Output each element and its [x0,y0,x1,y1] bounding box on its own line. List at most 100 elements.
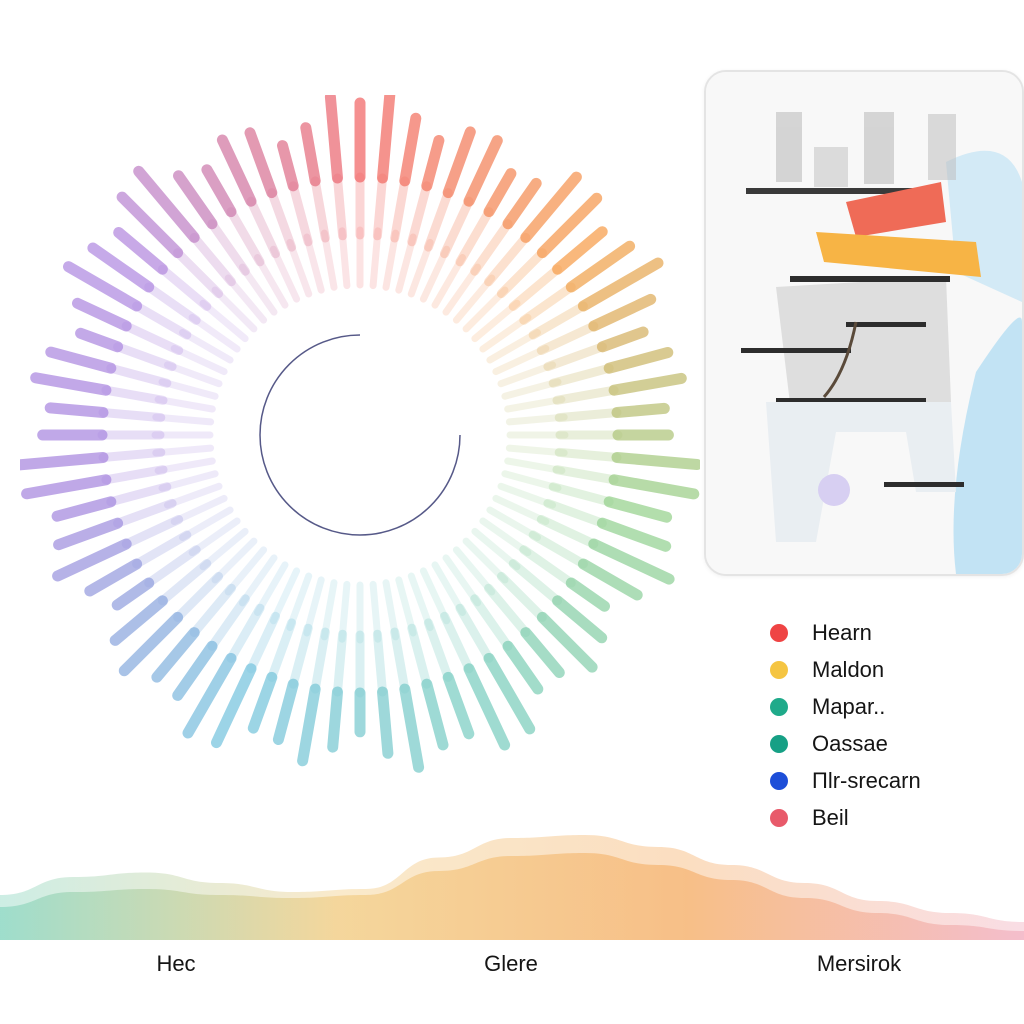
radial-bar [554,408,622,423]
radial-bar [421,135,445,192]
radial-bar [471,299,521,343]
legend-label: Maldon [812,656,885,682]
radial-bar [106,482,172,507]
radial-bar [173,248,224,299]
radial-bar [536,321,599,355]
radial-bar [101,385,168,405]
radial-bar [552,465,619,485]
radial-bar [377,95,396,184]
thumbnail-shape-base [766,402,956,542]
legend-item: Beil [770,799,1020,836]
radial-bar [207,594,250,651]
radial-bar [486,506,541,541]
radial-bar [596,517,672,552]
radial-bar [536,611,598,673]
radial-bar [486,329,541,364]
radial-ring [97,172,623,698]
radial-bar [382,229,400,291]
radial-bar [423,188,453,252]
radial-bar-chart [20,95,700,773]
radial-bar [246,196,280,259]
radial-bar [390,627,410,694]
radial-bar [505,413,568,426]
thumbnail-preview [704,70,1024,576]
radial-bar [369,580,382,643]
radial-bar [87,242,155,293]
radial-bar [395,576,417,637]
thumbnail-shape-grey [776,277,951,412]
radial-bar [407,238,434,298]
radial-bar [84,558,143,597]
radial-bar [303,233,325,294]
legend-label: Beil [812,804,849,830]
radial-bar [470,594,513,651]
thumbnail-shelf-2 [790,276,950,282]
x-axis-label: Hec [156,951,196,976]
radial-bar [310,176,330,243]
thumbnail-shelf-6 [884,482,964,487]
radial-bar [333,173,348,241]
radial-bar [75,327,124,353]
radial-bar [440,196,474,259]
radial-bar [399,112,422,187]
thumbnail-cable [822,321,858,398]
thumbnail-shelf-5 [776,398,926,403]
radial-bar [543,498,607,528]
radial-bar [452,274,496,324]
radial-bar [224,546,268,596]
radial-bar [201,164,237,218]
radial-bar [552,226,608,275]
radial-bar [536,515,599,549]
radial-bar [505,444,568,457]
radial-bar [455,603,494,663]
radial-bar [565,577,610,612]
radial-bar [442,554,482,607]
radial-bar [300,122,321,187]
radial-bar [152,413,215,426]
legend-marker [770,808,788,827]
radial-bar [502,640,544,695]
legend-marker [770,734,788,753]
radial-bar [244,127,278,199]
radial-bar [247,671,278,734]
radial-bar [182,652,237,739]
radial-bar [211,663,257,749]
radial-bar [462,537,509,584]
radial-bar [462,286,509,333]
radial-bar [483,652,536,735]
radial-bar [496,571,547,622]
x-axis-label: Mersirok [816,951,902,976]
radial-bar [101,465,168,485]
radial-bar [144,282,201,325]
radial-bar [303,576,325,637]
radial-bar [565,240,636,293]
legend: Hearn Maldon Mapar.. Oassae Пlr-srecarn … [770,614,1020,836]
radial-bar [51,496,117,522]
legend-marker [770,771,788,790]
radial-ring [20,95,700,773]
radial-bar [320,579,338,641]
radial-bar [277,140,299,192]
radial-bar [508,264,563,311]
radial-bar [577,558,643,601]
center-arc [259,334,461,536]
radial-bar [98,408,166,423]
radial-bar [113,227,168,275]
radial-bar [254,254,289,309]
radial-bar [158,470,219,492]
radial-bar [310,627,330,694]
radial-bar [188,517,241,557]
radial-bar [552,595,608,644]
radial-bar [423,618,453,682]
radial-bar [369,227,382,290]
radial-bar [286,238,313,298]
radial-bar [246,611,280,674]
radial-bar [288,181,313,247]
radial-bar [455,207,494,267]
radial-bar [53,517,124,551]
radial-bar [189,232,236,287]
radial-bar [501,378,562,400]
legend-label: Пlr-srecarn [812,767,921,793]
radial-bar [199,527,249,571]
radial-bar [608,372,687,396]
